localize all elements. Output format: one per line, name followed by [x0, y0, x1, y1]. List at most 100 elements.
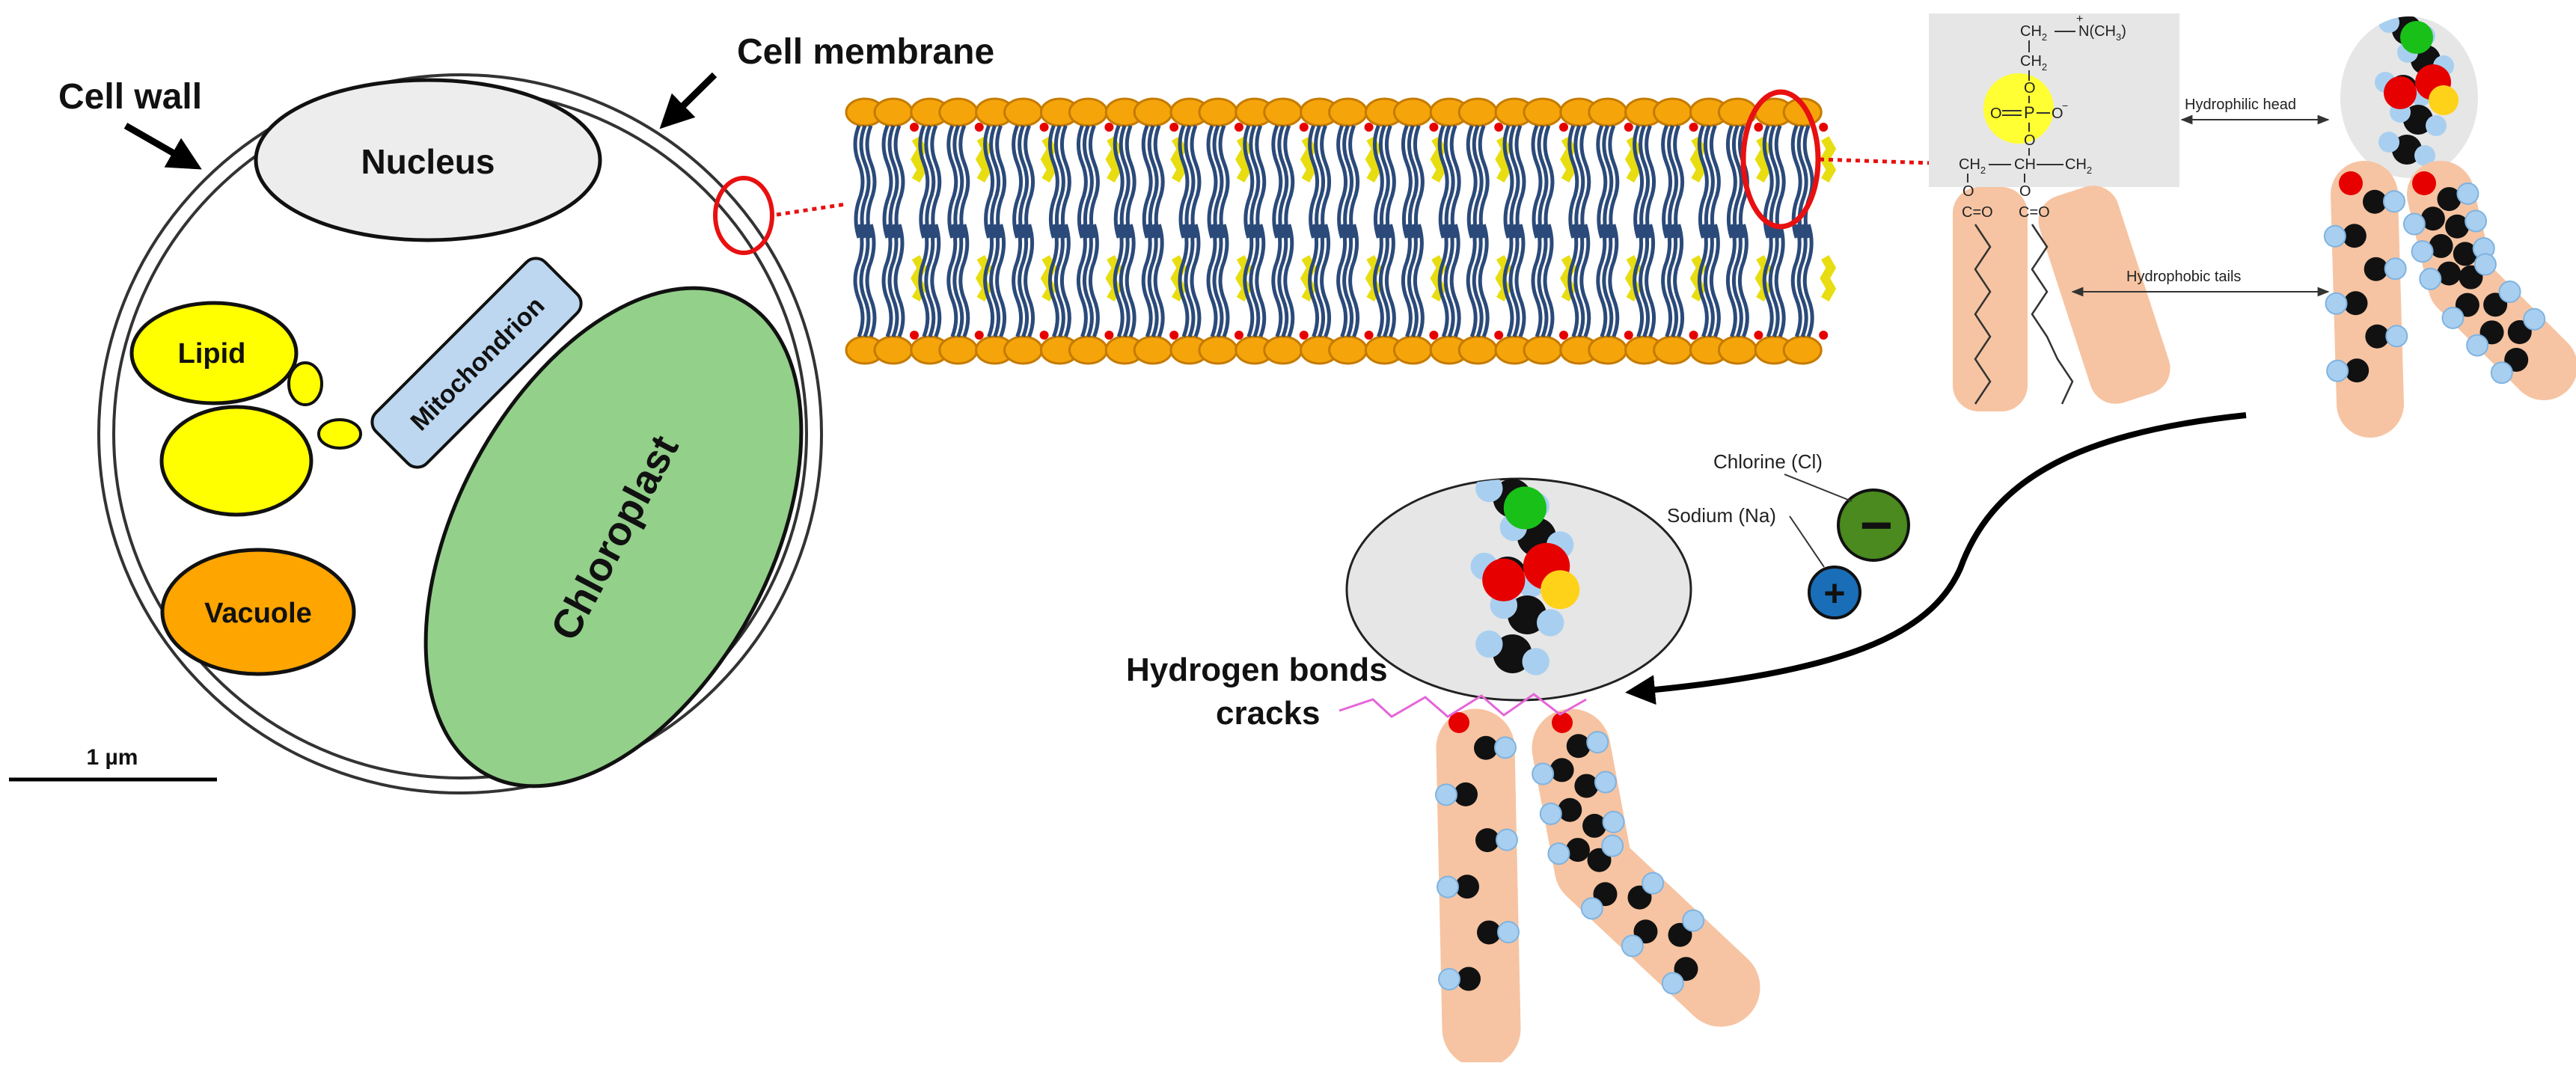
formula-o-right: O — [2052, 105, 2063, 122]
phosphate-circle — [1983, 73, 2054, 144]
bilayer-tail-bottom — [1466, 224, 1478, 337]
bilayer-tail-top — [1437, 125, 1449, 239]
model-top-right-hydrogen — [2473, 253, 2497, 276]
bilayer-tail-bottom — [1141, 224, 1153, 337]
formula-carbonyl-left: C=O — [1962, 204, 1993, 221]
bilayer-tail-top — [859, 125, 871, 239]
bilayer-red-atom — [1689, 331, 1698, 340]
bilayer-tail-bottom — [1639, 224, 1650, 337]
bilayer-tail-bottom — [1308, 224, 1320, 337]
model-top-right-hydrogen — [2490, 361, 2513, 385]
lipid-droplet-small-1 — [287, 361, 323, 406]
bilayer-head-bottom — [1782, 335, 1823, 365]
bilayer-red-atom — [1754, 123, 1763, 132]
model-bottom-left-hydrogen — [1437, 875, 1460, 898]
bilayer-tail-bottom — [1796, 224, 1808, 337]
bilayer-tail-top — [1320, 125, 1332, 239]
bilayer-tail-top — [1466, 125, 1478, 239]
bilayer-tail-top — [1141, 125, 1153, 239]
model-top-left-hydrogen — [2384, 257, 2407, 281]
model-top-right-hydrogen — [2523, 307, 2546, 331]
model-top-oxygen — [2412, 171, 2436, 195]
bilayer-tail-top — [1184, 125, 1196, 239]
model-top-head-hydrogen — [2378, 16, 2399, 33]
bilayer-tail-bottom — [1018, 224, 1030, 337]
bilayer-red-atom — [1364, 331, 1374, 340]
bilayer-tail-top — [924, 125, 936, 239]
bilayer-tail-top — [1308, 125, 1320, 239]
bilayer-tail-top — [1125, 125, 1136, 239]
bilayer-tail-top — [1178, 125, 1190, 239]
model-top-right-hydrogen — [2498, 281, 2521, 304]
bilayer-tail-top — [1153, 125, 1165, 239]
model-top-left-carbon — [2365, 324, 2390, 349]
bilayer-tail-top — [1472, 125, 1484, 239]
bilayer-head-bottom — [938, 335, 979, 365]
bilayer-tail-bottom — [1407, 224, 1419, 337]
bilayer-red-atom — [1559, 331, 1568, 340]
bilayer-tail-bottom — [924, 224, 936, 337]
bilayer-tail-bottom — [1645, 224, 1656, 337]
bilayer-head-bottom — [1068, 335, 1108, 365]
bilayer-red-atom — [1429, 123, 1439, 132]
bilayer-tail-bottom — [1147, 224, 1159, 337]
bilayer-tail-bottom — [1401, 224, 1413, 337]
bilayer-tail-bottom — [1667, 224, 1679, 337]
bilayer-tail-bottom — [1413, 224, 1425, 337]
model-top-oxygen — [2339, 171, 2363, 195]
bilayer-tail-top — [1413, 125, 1425, 239]
bilayer-tail-top — [1661, 125, 1673, 239]
bilayer-tail-bottom — [918, 224, 930, 337]
bilayer-tail-top — [1502, 125, 1514, 239]
bilayer-tail-bottom — [1342, 224, 1354, 337]
bilayer-tail-top — [1645, 125, 1656, 239]
bilayer-tail-bottom — [1703, 224, 1715, 337]
model-top-head-nitrogen — [2400, 21, 2433, 54]
bilayer-tail-top — [1673, 125, 1685, 239]
bilayer-red-atom — [1624, 123, 1633, 132]
bilayer-head-bottom — [1263, 335, 1303, 365]
bilayer-tail-top — [1314, 125, 1326, 239]
bilayer-tail-bottom — [1737, 224, 1749, 337]
bilayer-tail-bottom — [1697, 224, 1709, 337]
bilayer-tail-bottom — [853, 224, 865, 337]
bilayer-red-atom — [1299, 123, 1309, 132]
bilayer-head-top — [873, 97, 914, 127]
model-top-right-hydrogen — [2456, 182, 2479, 205]
bilayer-tail-top — [1212, 125, 1224, 239]
bilayer-tail-top — [887, 125, 899, 239]
bilayer-red-atom — [1754, 331, 1763, 340]
formula-amine: N(CH3) — [2078, 23, 2126, 43]
bilayer-red-atom — [1169, 331, 1179, 340]
model-bottom-head-hydrogen — [1537, 609, 1564, 637]
bilayer-head-bottom — [873, 335, 914, 365]
tail-band-left — [1953, 187, 2028, 411]
bilayer-tail-bottom — [1790, 224, 1802, 337]
lipid-bilayer — [845, 97, 1837, 365]
bilayer-tail-top — [1401, 125, 1413, 239]
bilayer-red-atom — [910, 331, 919, 340]
formula-group: CH2 N(CH3) + CH2 O P O O − O CH2 CH CH2 — [1959, 13, 2126, 221]
bilayer-tail-top — [1283, 125, 1295, 239]
bilayer-tail-bottom — [1119, 224, 1131, 337]
bilayer-tail-bottom — [989, 224, 1001, 337]
bilayer-tail-top — [1543, 125, 1555, 239]
model-bottom-head-hydrogen — [1522, 648, 1549, 676]
chlorine-ion — [1837, 488, 1910, 562]
chloroplast: Chloroplast — [423, 286, 804, 788]
vacuole — [160, 548, 356, 676]
bilayer-tail-top — [1774, 125, 1786, 239]
bilayer-head-top — [938, 97, 979, 127]
molecular-model-damaged — [1339, 477, 1760, 1066]
cell-wall-label: Cell wall — [58, 77, 202, 117]
model-bottom-left-hydrogen — [1435, 783, 1458, 806]
bilayer-red-atom — [974, 123, 984, 132]
model-top-head-hydrogen — [2414, 145, 2435, 166]
bilayer-tail-bottom — [1567, 224, 1579, 337]
model-bottom-right-hydrogen — [1661, 972, 1684, 995]
bilayer-tail-bottom — [1384, 224, 1396, 337]
bilayer-tail-bottom — [859, 224, 871, 337]
bilayer-tail-top — [881, 125, 893, 239]
bilayer-tail-top — [1537, 125, 1549, 239]
bilayer-head-top — [1133, 97, 1173, 127]
